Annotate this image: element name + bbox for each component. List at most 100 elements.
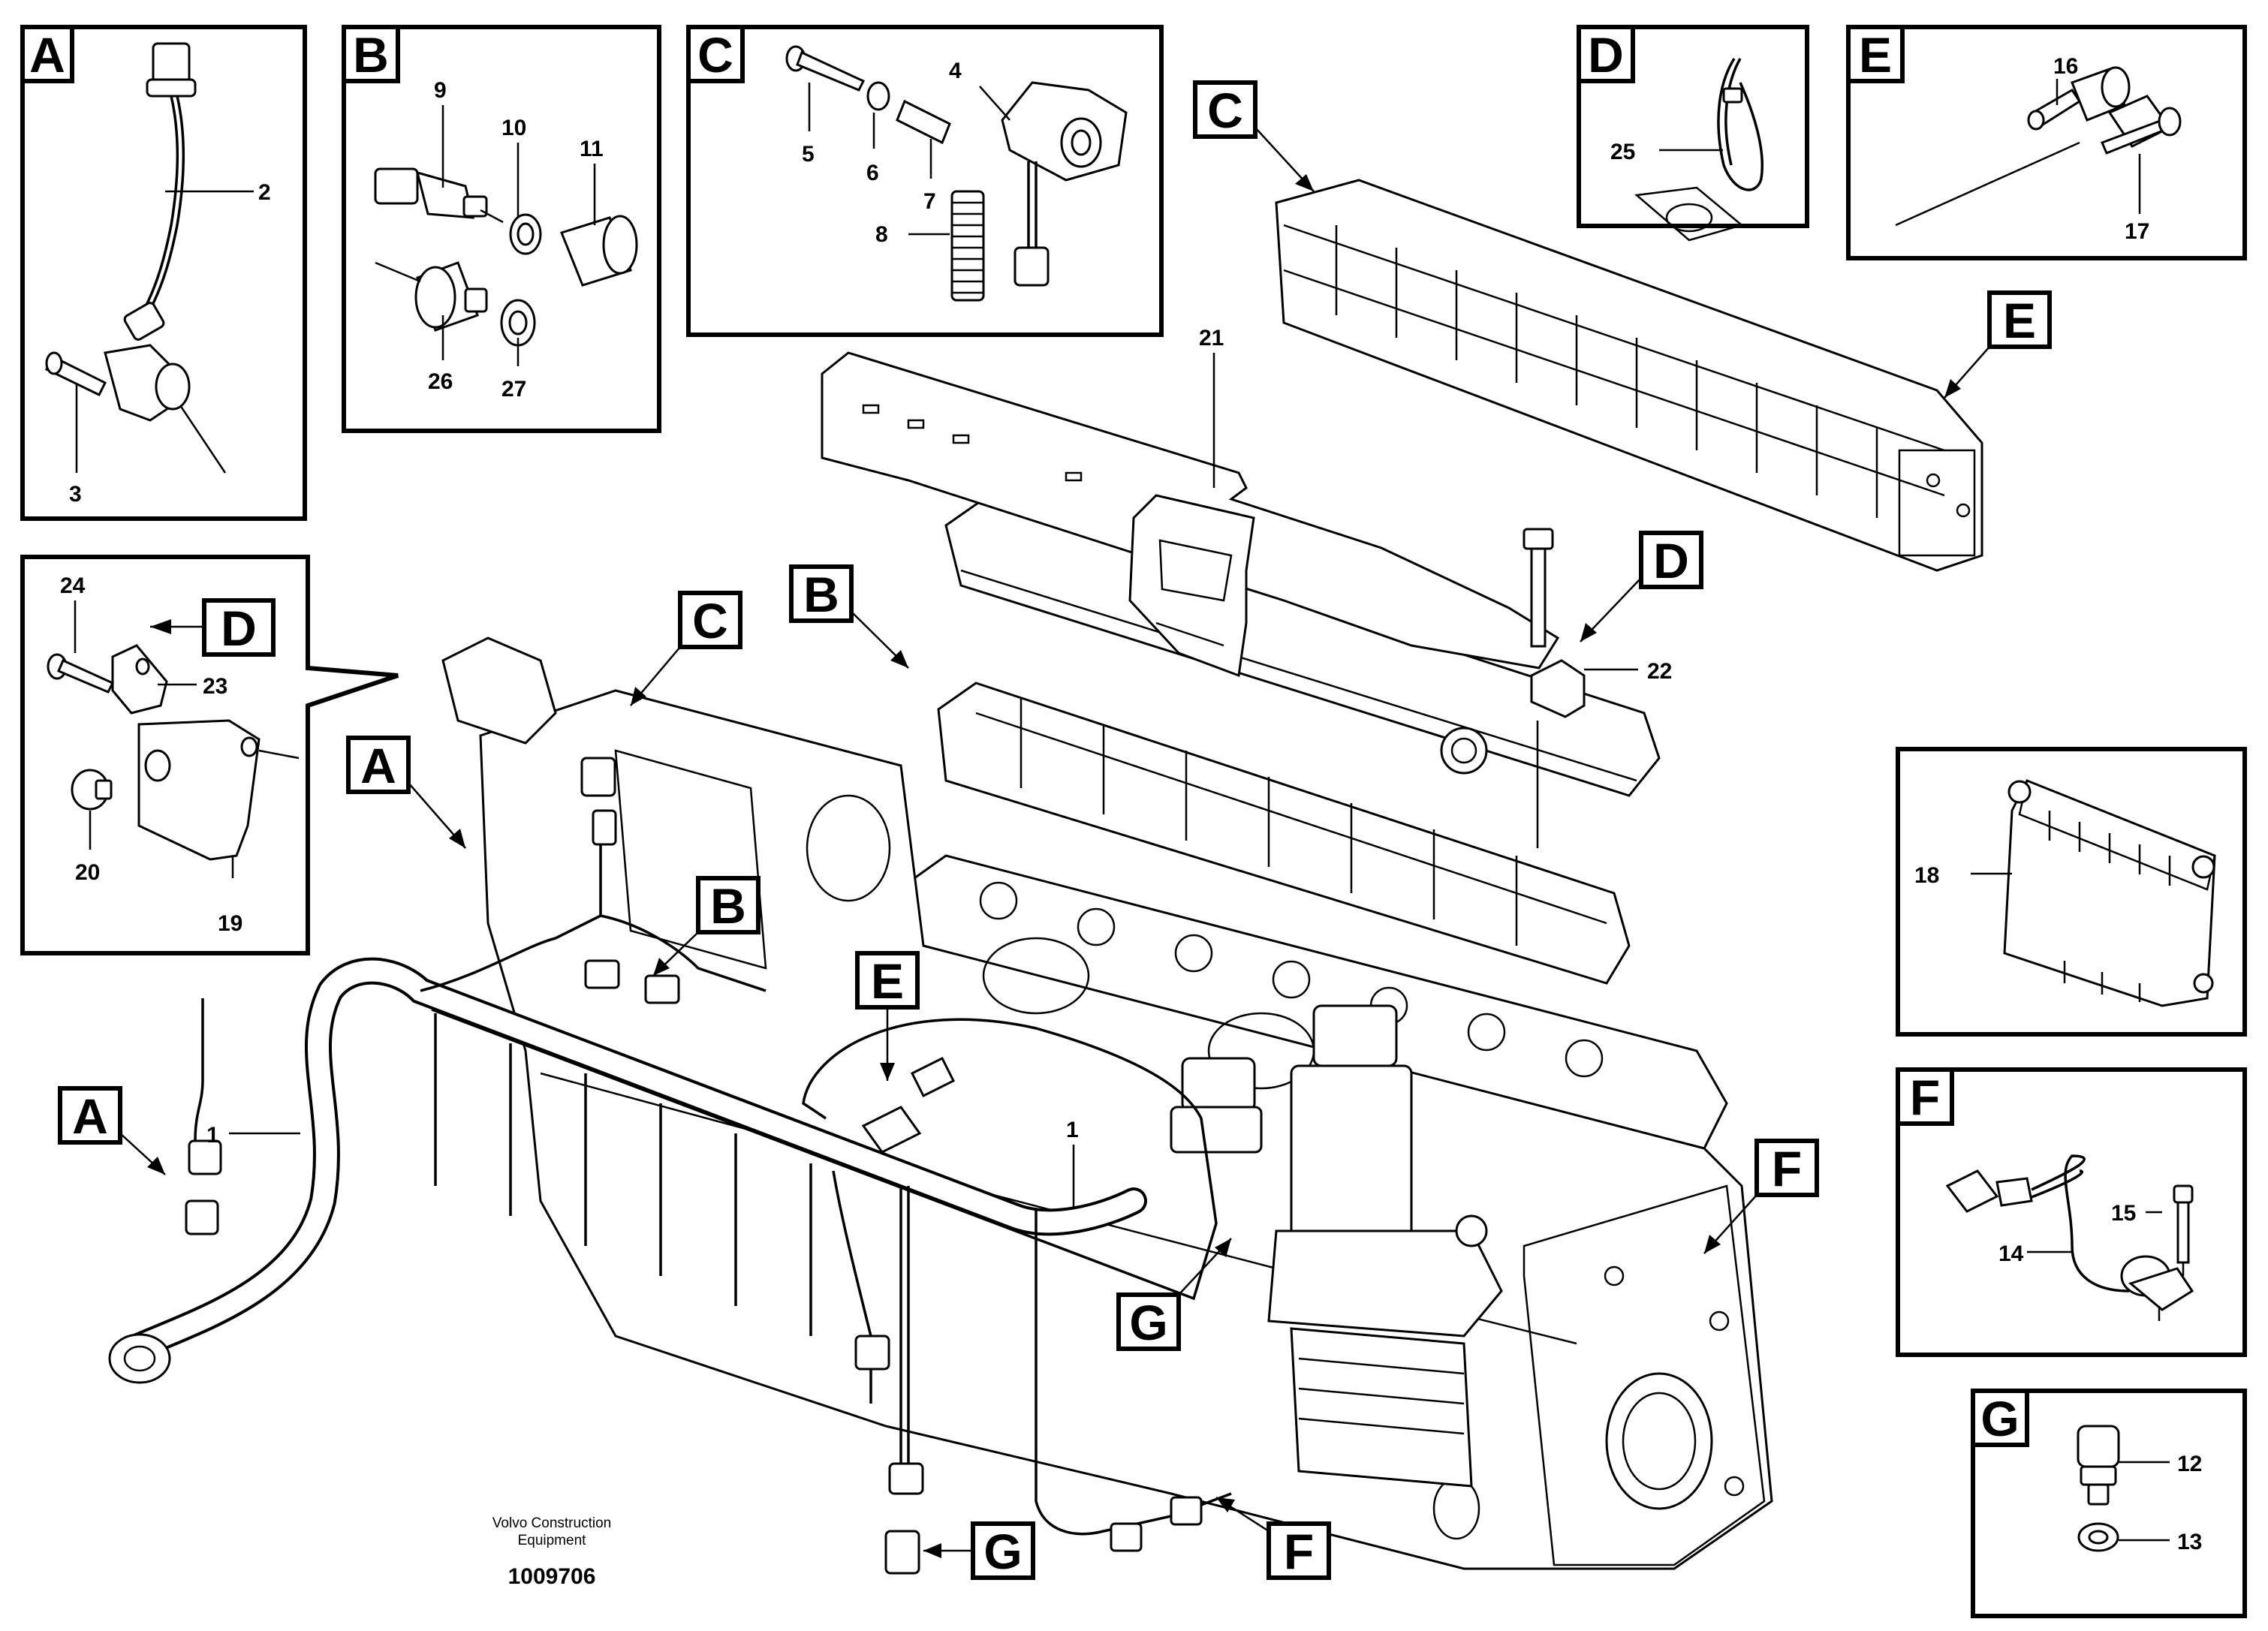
callout-15: 15 xyxy=(2111,1201,2136,1226)
rocker-arm-bridge xyxy=(937,682,1631,985)
callout-box-a-sensor xyxy=(58,1086,122,1145)
callout-21: 21 xyxy=(1199,326,1224,351)
callout-10: 10 xyxy=(501,116,526,140)
callout-6: 6 xyxy=(866,161,879,185)
callout-box-d-clip xyxy=(1639,531,1703,589)
callout-box-f-engine-text: F xyxy=(1772,1141,1802,1196)
bolt-17 xyxy=(2101,107,2182,155)
callout-box-d-bracket xyxy=(202,598,276,657)
callout-box-c-manifold-text: C xyxy=(1207,83,1243,138)
speed-sensor-14 xyxy=(1945,1154,2194,1321)
callout-box-b-engine-text: B xyxy=(803,567,839,622)
speed-sensor-with-cable xyxy=(45,42,227,474)
callout-box-b-engine xyxy=(789,564,854,623)
callout-box-c-engine xyxy=(678,591,742,649)
pressure-sensor-12 xyxy=(2077,1425,2120,1506)
washer-6 xyxy=(866,81,890,111)
callout-1-left: 1 xyxy=(206,1123,219,1148)
callout-5: 5 xyxy=(802,142,815,167)
callout-17: 17 xyxy=(2125,219,2149,244)
callout-box-g-sensor-text: G xyxy=(983,1524,1022,1579)
callout-8: 8 xyxy=(875,222,888,247)
spacer-7 xyxy=(896,99,951,145)
panel-label-a xyxy=(20,25,74,83)
callout-box-e-manifold xyxy=(1987,290,2052,349)
drawing-number: 1009706 xyxy=(508,1564,596,1589)
temperature-sensor xyxy=(374,167,504,224)
detail-panel-b xyxy=(342,25,661,433)
callout-box-c-manifold xyxy=(1193,80,1257,139)
callout-box-b-sensor xyxy=(696,876,761,934)
panel-label-b xyxy=(342,25,400,83)
callout-9: 9 xyxy=(434,78,447,103)
bolt-5 xyxy=(785,45,866,92)
bolt-24 xyxy=(47,653,115,694)
oil-filter-assembly xyxy=(1170,1004,1503,1488)
callout-2: 2 xyxy=(258,180,271,205)
callout-20: 20 xyxy=(75,860,100,885)
bracket-23 xyxy=(111,644,168,715)
panel-label-f-text: F xyxy=(1910,1070,1940,1125)
callout-box-b-sensor-text: B xyxy=(710,878,746,934)
callout-box-a-engine-text: A xyxy=(360,738,396,793)
control-unit-18 xyxy=(2003,779,2216,1007)
callout-box-f-engine xyxy=(1754,1139,1819,1197)
callout-11: 11 xyxy=(580,137,604,161)
panel-label-g xyxy=(1971,1389,2029,1447)
panel-label-e xyxy=(1846,25,1905,83)
detail-panel-d-bracket xyxy=(20,555,399,955)
bracket-19 xyxy=(137,719,300,861)
callout-box-c-engine-text: C xyxy=(692,593,728,648)
callout-7: 7 xyxy=(923,189,936,214)
callout-box-f-sensor-text: F xyxy=(1284,1524,1314,1579)
callout-22: 22 xyxy=(1647,659,1672,684)
bolt-15 xyxy=(2173,1184,2194,1276)
callout-27: 27 xyxy=(501,377,526,402)
callout-box-f-sensor xyxy=(1267,1521,1331,1580)
panel-label-d xyxy=(1577,25,1635,83)
callout-box-a-engine xyxy=(346,736,411,794)
callout-box-e-sensor-text: E xyxy=(871,953,904,1009)
callout-box-g-engine-text: G xyxy=(1129,1295,1167,1350)
callout-4: 4 xyxy=(949,59,962,83)
callout-12: 12 xyxy=(2177,1452,2202,1476)
plug-26 xyxy=(414,261,488,332)
grommet-20 xyxy=(71,769,113,811)
panel-label-c-text: C xyxy=(697,27,733,83)
detail-panel-e xyxy=(1846,25,2247,260)
detail-panel-f xyxy=(1896,1067,2247,1357)
callout-13: 13 xyxy=(2177,1530,2202,1554)
callout-26: 26 xyxy=(428,369,453,394)
cover-plate xyxy=(441,636,557,745)
detail-panel-d xyxy=(1577,25,1809,228)
callout-box-d-clip-text: D xyxy=(1653,533,1689,588)
detail-panel-c xyxy=(686,25,1164,337)
panel-label-f xyxy=(1896,1067,1954,1126)
panel-label-a-text: A xyxy=(29,27,65,83)
wiring-harness-1 xyxy=(108,757,1232,1575)
position-sensor-4 xyxy=(1001,81,1128,287)
callout-14: 14 xyxy=(1998,1241,2024,1266)
callout-box-g-engine xyxy=(1116,1292,1181,1351)
panel-label-g-text: G xyxy=(1980,1391,2019,1446)
callout-16: 16 xyxy=(2053,54,2078,79)
panel-label-c xyxy=(686,25,745,83)
callout-box-d-bracket-text: D xyxy=(221,600,257,656)
callout-19: 19 xyxy=(218,911,242,936)
spring-8 xyxy=(950,190,985,302)
callout-1-right: 1 xyxy=(1066,1118,1079,1142)
company-name-line1: Volvo Construction xyxy=(492,1515,611,1531)
company-name-line2: Equipment xyxy=(518,1533,587,1548)
cable-tie-25 xyxy=(1717,58,1764,191)
callout-24: 24 xyxy=(60,573,86,598)
callout-25: 25 xyxy=(1610,140,1635,164)
callout-box-e-manifold-text: E xyxy=(2003,293,2036,348)
panel-label-d-text: D xyxy=(1588,27,1624,83)
callout-23: 23 xyxy=(203,674,227,699)
panel-label-b-text: B xyxy=(353,27,389,83)
detail-panel-a xyxy=(20,25,307,521)
sealing-ring-13 xyxy=(2077,1522,2119,1552)
callout-18: 18 xyxy=(1914,863,1939,888)
detail-panel-g xyxy=(1971,1389,2247,1618)
